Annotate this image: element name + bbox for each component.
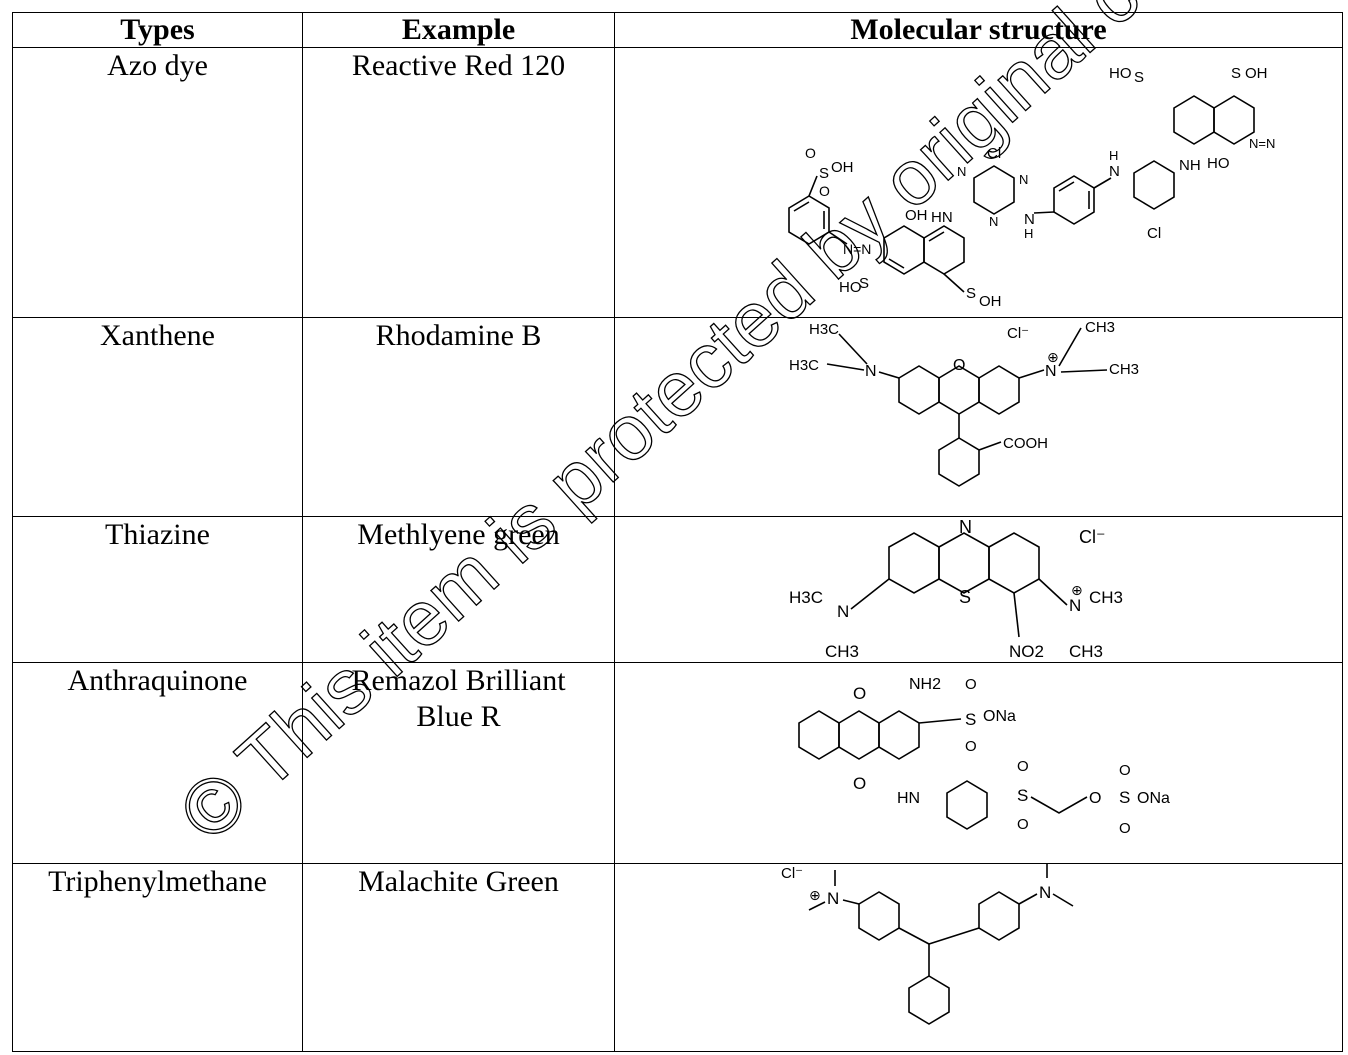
svg-text:Cl: Cl [987,145,1001,162]
svg-text:CH3: CH3 [1069,642,1103,661]
svg-text:H: H [1109,148,1118,163]
row-structure: O O NH2 S O O ONa HN S O O O [614,662,1343,864]
svg-text:CH3: CH3 [825,642,859,661]
row-example: Malachite Green [302,863,615,1052]
row-structure: O N H3C H3C N ⊕ Cl⁻ CH3 CH3 [614,317,1343,517]
svg-text:N=N: N=N [843,241,871,257]
svg-text:O: O [1119,762,1131,779]
svg-text:O: O [1017,816,1029,833]
svg-text:N: N [957,164,966,179]
svg-text:O: O [853,684,866,703]
header-types: Types [12,12,303,48]
svg-text:N: N [1024,211,1035,228]
svg-text:NH: NH [1179,157,1201,174]
svg-text:⊕: ⊕ [1071,582,1083,598]
svg-text:HO: HO [839,279,862,296]
svg-text:HO: HO [1207,155,1230,172]
row-structure: S OH O O N=N OH HN HO S [614,47,1343,318]
svg-text:S: S [965,710,976,729]
svg-text:S: S [959,587,971,607]
svg-text:O: O [965,738,977,755]
methylene-green-structure-icon: N S Cl⁻ H3C N CH3 N ⊕ CH3 CH3 NO2 [789,517,1123,661]
svg-text:Cl: Cl [1147,225,1161,242]
header-example: Example [302,12,615,48]
svg-text:N: N [865,363,877,380]
svg-text:N: N [1039,883,1051,902]
header-molecular-structure: Molecular structure [614,12,1343,48]
svg-text:Cl⁻: Cl⁻ [781,865,803,882]
svg-text:N: N [827,889,839,908]
row-example: Remazol Brilliant Blue R [302,662,615,864]
svg-text:H3C: H3C [789,588,823,607]
svg-text:CH3: CH3 [1109,361,1139,378]
svg-text:N: N [959,517,972,537]
svg-text:ONa: ONa [1137,790,1170,807]
row-type: Triphenylmethane [12,863,303,1052]
svg-text:OH: OH [979,293,1002,310]
svg-text:S: S [1017,786,1028,805]
svg-text:O: O [1089,790,1101,807]
row-type: Thiazine [12,516,303,663]
table-row: Azo dye Reactive Red 120 S OH O O N=N [12,47,1343,318]
svg-text:O: O [953,357,965,374]
dye-types-table: Types Example Molecular structure Azo dy… [12,12,1343,1052]
svg-text:⊕: ⊕ [809,887,821,903]
table-header-row: Types Example Molecular structure [12,12,1343,48]
svg-text:S: S [1231,65,1241,82]
svg-text:HN: HN [897,790,920,807]
svg-text:H3C: H3C [789,357,819,374]
row-example: Reactive Red 120 [302,47,615,318]
svg-text:H: H [1024,226,1033,241]
svg-text:HO: HO [1109,65,1132,82]
svg-text:O: O [1017,758,1029,775]
reactive-red-120-structure-icon: S OH O O N=N OH HN HO S [787,65,1275,310]
svg-text:N: N [1019,172,1028,187]
svg-text:H3C: H3C [809,321,839,338]
svg-text:Cl⁻: Cl⁻ [1079,527,1106,547]
svg-text:CH3: CH3 [1089,588,1123,607]
svg-text:S: S [859,275,869,292]
svg-text:O: O [853,774,866,793]
table-row: Thiazine Methlyene green N S Cl⁻ H3C N C… [12,516,1343,663]
svg-text:N=N: N=N [1249,136,1275,151]
svg-text:N: N [1109,163,1120,180]
row-type: Xanthene [12,317,303,517]
svg-text:S: S [819,165,829,182]
svg-text:N: N [1069,596,1081,615]
svg-text:O: O [965,676,977,693]
svg-text:HN: HN [931,209,953,226]
svg-text:NH2: NH2 [909,676,941,693]
row-structure: N S Cl⁻ H3C N CH3 N ⊕ CH3 CH3 NO2 [614,516,1343,663]
row-type: Anthraquinone [12,662,303,864]
svg-text:S: S [1119,788,1130,807]
rhodamine-b-structure-icon: O N H3C H3C N ⊕ Cl⁻ CH3 CH3 [789,319,1139,487]
svg-text:Cl⁻: Cl⁻ [1007,325,1029,342]
svg-text:OH: OH [905,207,928,224]
table-row: Xanthene Rhodamine B O N H3C H3C N [12,317,1343,517]
svg-text:S: S [1134,69,1144,86]
svg-text:COOH: COOH [1003,435,1048,452]
svg-text:N: N [989,214,998,229]
svg-text:S: S [966,285,976,302]
svg-text:O: O [1119,820,1131,837]
svg-text:N: N [1045,363,1057,380]
row-example: Methlyene green [302,516,615,663]
remazol-brilliant-blue-r-structure-icon: O O NH2 S O O ONa HN S O O O [797,676,1170,837]
row-structure: Cl⁻ ⊕ N N [614,863,1343,1052]
svg-text:NO2: NO2 [1009,642,1044,661]
svg-text:O: O [805,145,816,161]
table-row: Anthraquinone Remazol Brilliant Blue R O… [12,662,1343,864]
svg-text:CH3: CH3 [1085,319,1115,336]
svg-text:O: O [819,183,830,199]
svg-text:⊕: ⊕ [1047,349,1059,365]
row-example: Rhodamine B [302,317,615,517]
svg-text:OH: OH [831,159,854,176]
svg-text:OH: OH [1245,65,1268,82]
malachite-green-structure-icon: Cl⁻ ⊕ N N [781,864,1073,1025]
table-row: Triphenylmethane Malachite Green Cl⁻ ⊕ N [12,863,1343,1052]
row-type: Azo dye [12,47,303,318]
svg-text:ONa: ONa [983,708,1016,725]
svg-text:N: N [837,602,849,621]
